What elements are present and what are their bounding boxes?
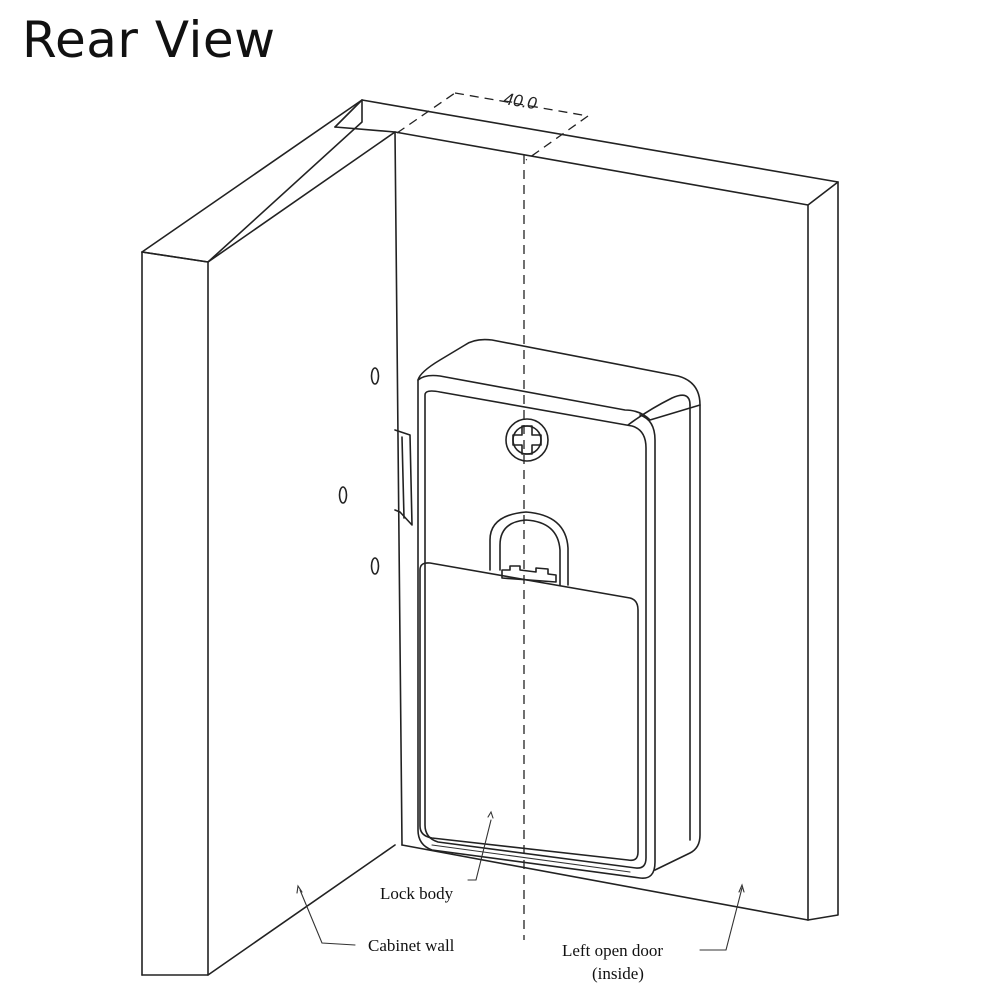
door-left-edge [394,131,403,846]
mounting-hole-icon [370,367,380,385]
lock-body-top [417,338,701,421]
door-panel [334,99,839,921]
mounting-hole-icon [338,486,348,504]
dimension-value: 40.0 [502,89,538,113]
latch-plate [394,429,413,526]
label-inside: (inside) [592,964,644,983]
cabinet-wall-side-face [141,251,209,976]
door-bottom-edge [401,844,809,921]
mounting-hole-icon [370,557,380,575]
leaders [296,810,745,951]
battery-slot [489,511,569,586]
cabinet-wall [141,99,396,976]
mounting-holes [338,367,380,575]
label-cabinet-wall: Cabinet wall [368,936,455,955]
cabinet-wall-inner-edge [207,131,396,263]
cabinet-wall-top-edge [141,99,363,263]
screw-icon [505,418,549,462]
door-front-top [334,126,839,206]
label-left-open-door: Left open door [562,941,663,960]
label-lock-body: Lock body [380,884,454,903]
door-top-edge [361,99,839,921]
cover-plate [419,562,639,862]
page-title: Rear View [22,11,276,69]
lock-body [417,338,701,879]
